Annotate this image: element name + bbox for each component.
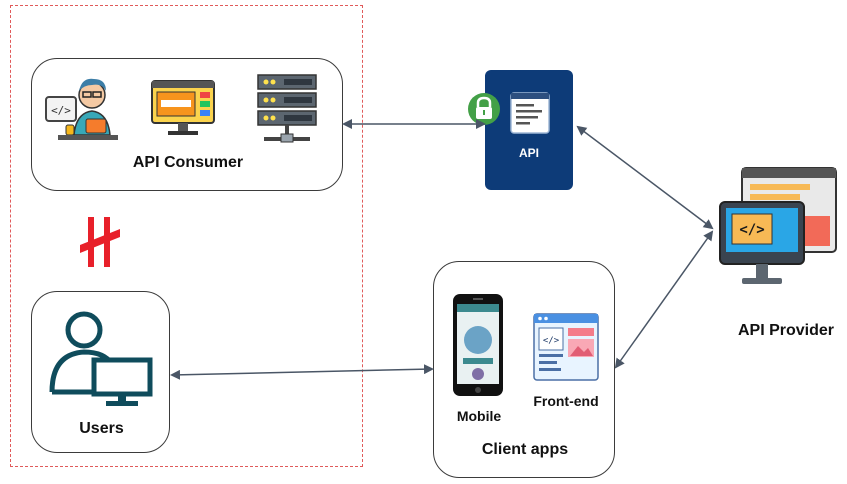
code-monitor-icon: </>: [719, 167, 837, 284]
api-provider-arrow: [576, 125, 714, 230]
api-consumer-label: API Consumer: [132, 154, 244, 171]
frontend-label: Front-end: [533, 393, 599, 409]
consumer-boundary: [10, 5, 363, 467]
clientapps-provider-arrow: [614, 230, 714, 369]
api-label: API: [518, 146, 539, 160]
user-at-monitor-icon: [49, 311, 153, 406]
server-rack-icon: [257, 74, 317, 143]
users-clientapps-arrow: [170, 364, 434, 380]
svg-text:</>: </>: [51, 104, 71, 117]
no-connection-icon: [80, 217, 120, 267]
mobile-label: Mobile: [456, 408, 502, 424]
client-apps-box: </> Mobile Front-end Client apps: [433, 261, 615, 478]
developer-icon: </>: [45, 78, 118, 140]
client-apps-label: Client apps: [481, 441, 569, 458]
users-box: Users: [31, 291, 170, 453]
frontend-code-icon: </>: [533, 313, 599, 381]
svg-text:</>: </>: [543, 336, 560, 346]
users-label: Users: [79, 420, 124, 437]
svg-text:</>: </>: [739, 222, 764, 238]
browser-window-icon: [151, 80, 215, 135]
code-document-icon: [510, 92, 550, 134]
lock-icon: [468, 93, 500, 125]
smartphone-icon: [453, 294, 503, 396]
api-card: API: [485, 70, 573, 190]
api-provider-label: API Provider: [737, 322, 835, 339]
api-consumer-box: </> API Consumer: [31, 58, 343, 191]
